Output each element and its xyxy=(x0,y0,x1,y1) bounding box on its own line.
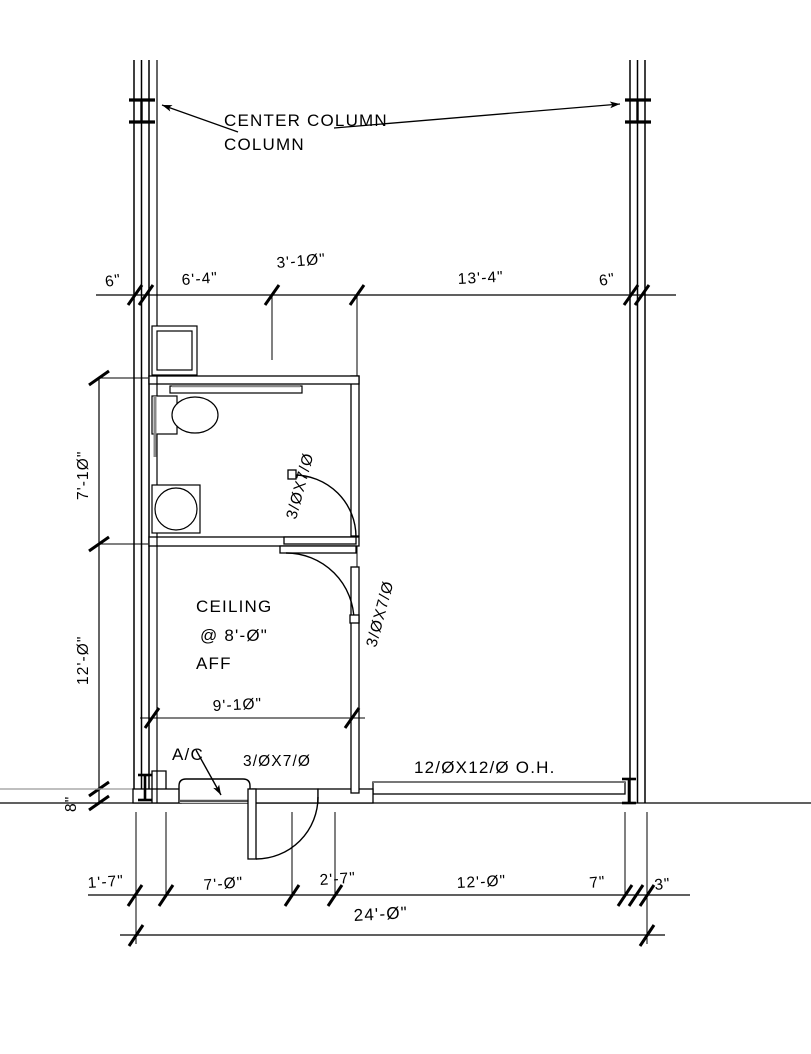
label-center-column-line2: COLUMN xyxy=(224,135,305,154)
leader-left-column xyxy=(161,104,239,133)
note-ceiling-line3: AFF xyxy=(196,654,232,673)
dim-bottom-2-7: 2'-7" xyxy=(319,869,356,888)
dim-overall-24-0: 24'-Ø" xyxy=(353,903,408,925)
dim-left-7-10: 7'-1Ø" xyxy=(75,450,92,500)
dim-top-6in-left: 6" xyxy=(104,271,123,291)
interior-dimension-ticks xyxy=(143,707,361,729)
label-overhead-door: 12/ØX12/Ø O.H. xyxy=(414,758,556,777)
overhead-door xyxy=(317,781,626,804)
dim-bottom-7-0: 7'-Ø" xyxy=(203,874,244,894)
door-exterior-entry xyxy=(247,788,319,860)
bottom-extension-lines xyxy=(135,812,648,944)
dim-top-6-4: 6'-4" xyxy=(181,269,218,288)
dim-top-3-10: 3'-1Ø" xyxy=(276,251,327,272)
overhead-door-jamb-tick xyxy=(622,777,636,805)
equipment-box xyxy=(151,325,198,376)
dim-top-6in-right: 6" xyxy=(598,270,617,290)
left-center-column xyxy=(133,60,150,803)
toilet-fixture xyxy=(151,395,219,457)
dim-bottom-3in: 3" xyxy=(654,875,672,894)
ac-leader-arrow xyxy=(195,749,222,796)
bath-counter xyxy=(169,384,303,394)
label-door-bath-outer: 3/ØX7/Ø xyxy=(283,451,317,521)
interior-wall-vertical xyxy=(350,375,360,794)
dim-bottom-1-7: 1'-7" xyxy=(87,872,124,891)
label-door-bath-inner: 3/ØX7/Ø xyxy=(363,579,397,649)
note-ceiling-line2: @ 8'-Ø" xyxy=(200,626,268,645)
dim-left-8in: 8" xyxy=(63,796,80,812)
leader-right-column xyxy=(333,101,621,129)
bath-top-wall xyxy=(148,375,360,385)
dim-bottom-7in: 7" xyxy=(589,873,607,892)
label-ac-unit: A/C xyxy=(172,745,204,764)
dim-bottom-12-0: 12'-Ø" xyxy=(456,872,506,892)
left-extension-lines xyxy=(99,377,148,790)
note-ceiling-line1: CEILING xyxy=(196,597,272,616)
label-door-entry: 3/ØX7/Ø xyxy=(243,753,311,770)
bottom-dimension-ticks xyxy=(126,884,656,907)
dim-top-13-4: 13'-4" xyxy=(457,269,504,288)
door-room-entry xyxy=(279,545,360,624)
door-bath-upper xyxy=(283,469,357,545)
wall-jog-tick xyxy=(138,773,152,802)
overall-dimension-ticks xyxy=(127,924,656,947)
wall-jog-left xyxy=(151,770,167,803)
bath-bottom-wall xyxy=(148,536,360,547)
dim-interior-9-10: 9'-1Ø" xyxy=(212,695,262,715)
sink-fixture xyxy=(151,484,201,534)
dim-left-12-0: 12'-Ø" xyxy=(75,635,92,685)
label-center-column-line1: CENTER COLUMN xyxy=(224,111,388,130)
right-center-column xyxy=(629,60,646,803)
